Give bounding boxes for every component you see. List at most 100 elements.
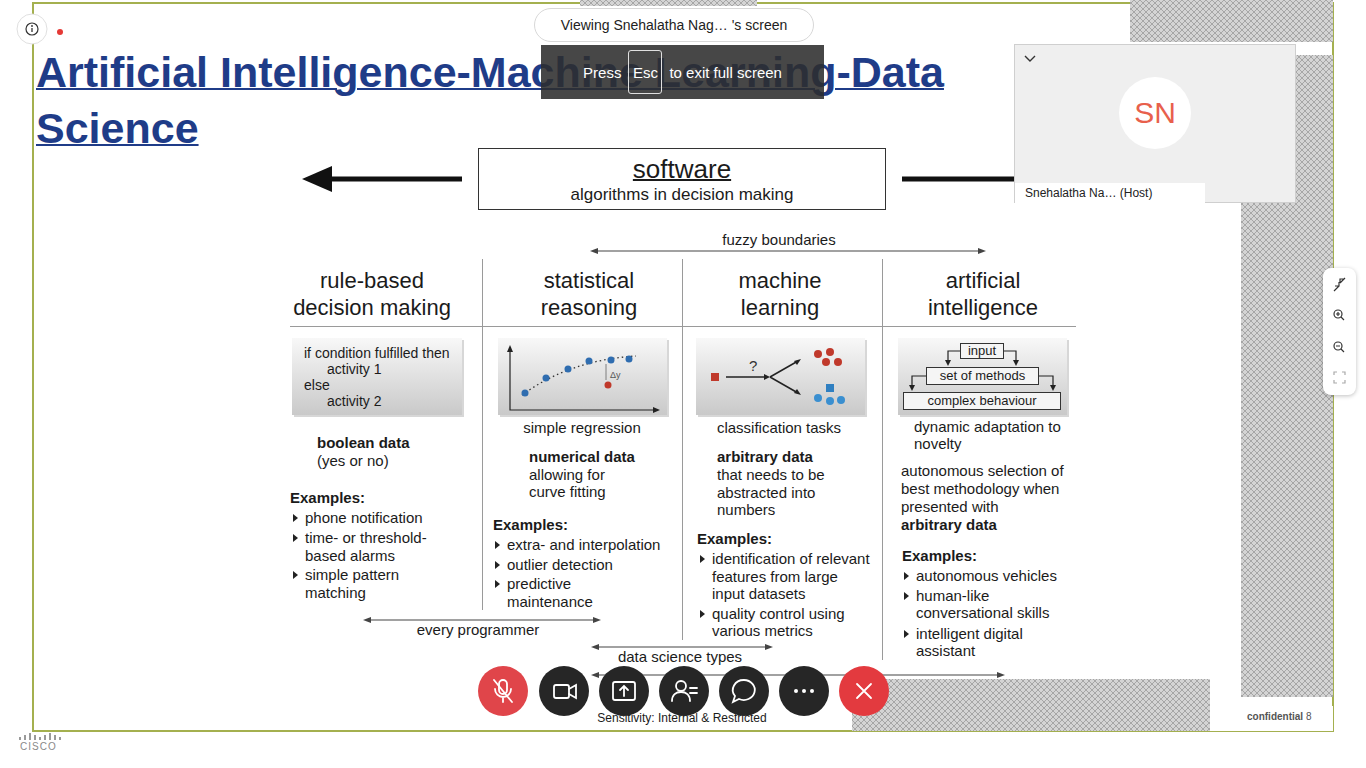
esc-key: Esc <box>628 50 662 94</box>
bullet-marker <box>904 592 909 600</box>
data-type: boolean data <box>317 434 410 452</box>
bullet-marker <box>700 555 705 563</box>
rule-box-text: activity 1 <box>327 361 462 377</box>
meeting-toolbar <box>719 666 769 716</box>
column-heading: rule-based decision making <box>279 267 465 321</box>
column-heading: statistical reasoning <box>514 267 664 321</box>
bullet-marker <box>293 514 909 638</box>
range-arrows <box>363 617 371 623</box>
data-type-note: allowing for curve fitting <box>529 466 624 500</box>
example-item: simple pattern matching <box>305 566 417 601</box>
fullscreen-banner-text: Press <box>583 64 621 81</box>
example-item: intelligent digital assistant <box>916 625 1062 659</box>
rule-box-text: if condition fulfilled then <box>304 345 462 361</box>
example-item: phone notification <box>305 509 423 527</box>
software-arrows <box>330 177 462 182</box>
meeting-toolbar <box>794 689 798 693</box>
data-type: arbitrary data <box>717 448 813 466</box>
column-heading: artificial intelligence <box>911 267 1056 321</box>
cisco-logo-bars <box>29 733 31 740</box>
regression-box: Δy <box>498 338 667 415</box>
ai-flow-arrows <box>1013 360 1019 366</box>
example-item: extra- and interpolation <box>507 536 660 554</box>
behaviour-box-text: complex behaviour <box>904 393 1060 409</box>
classification-sketch <box>826 397 834 405</box>
avatar-circle-text: SN <box>1134 96 1176 130</box>
bullet-marker <box>293 514 298 522</box>
meeting-toolbar <box>613 682 635 700</box>
classification-sketch <box>764 374 770 380</box>
hatched-area <box>1130 0 1333 42</box>
classification-sketch <box>834 358 842 366</box>
column-rules <box>290 326 1076 327</box>
regression-chart <box>605 382 612 389</box>
ai-box: input set of methods complex behaviour <box>898 338 1067 415</box>
esc-key-text: Esc <box>633 64 658 81</box>
range-arrows <box>370 619 594 620</box>
software-box-text: algorithms in decision making <box>479 184 885 206</box>
illustration-box <box>898 338 1067 415</box>
example-item: human-like conversational skills <box>916 587 1066 621</box>
fullscreen-banner: Press to exit full screen Esc <box>541 45 824 99</box>
rule-box-text: activity 2 <box>327 393 462 409</box>
classification-sketch <box>794 389 801 395</box>
range-arrows <box>765 644 773 650</box>
software-box: softwarealgorithms in decision making <box>478 148 886 210</box>
info-icon <box>57 29 63 35</box>
range-arrows <box>593 617 601 623</box>
data-type: numerical data <box>529 448 635 466</box>
regression-chart <box>606 364 607 380</box>
bullet-marker <box>495 561 500 569</box>
meeting-toolbar <box>554 685 569 698</box>
hatched-area <box>580 0 1333 731</box>
classification-sketch <box>711 348 845 405</box>
regression-chart <box>543 375 550 382</box>
cisco-logo-bars <box>59 737 61 740</box>
cisco-logo-bars <box>20 733 60 740</box>
cisco-logo-bars <box>19 737 21 740</box>
zoom-controls <box>1323 268 1356 395</box>
meeting-toolbar <box>539 666 589 716</box>
regression-chart <box>608 357 615 364</box>
meeting-toolbar <box>672 688 697 701</box>
bullet-marker <box>904 630 909 638</box>
box-caption: dynamic adaptation to novelty <box>914 418 1064 452</box>
methods-box-text: set of methods <box>927 368 1038 384</box>
meeting-toolbar <box>470 660 900 722</box>
classification-sketch <box>837 396 845 404</box>
ai-flow-arrows <box>1039 376 1053 386</box>
avatar-circle: SN <box>1119 77 1191 149</box>
example-item: predictive maintenance <box>507 575 607 611</box>
meeting-toolbar <box>659 666 709 716</box>
meeting-toolbar <box>810 689 814 693</box>
range-arrows <box>978 248 986 254</box>
classification-sketch <box>822 358 830 366</box>
rule-box-text: else <box>304 377 462 393</box>
data-type-note: (yes or no) <box>317 452 389 470</box>
behaviour-box: complex behaviour <box>903 392 1061 410</box>
regression-chart <box>522 356 636 395</box>
meeting-toolbar <box>599 666 649 716</box>
range-label: every programmer <box>398 621 558 639</box>
example-item: identification of relevant features from… <box>712 550 874 603</box>
meeting-toolbar <box>569 685 576 698</box>
illustration-box <box>292 338 462 415</box>
zoom-icons <box>1334 278 1345 291</box>
classification-sketch <box>770 361 798 393</box>
meeting-toolbar <box>839 666 889 716</box>
bullet-marker <box>904 572 909 580</box>
name-label: Snehalatha Na… (Host) <box>1015 183 1205 203</box>
hatched-area <box>580 0 757 6</box>
bullet-marker <box>495 541 500 549</box>
slide-frame <box>33 3 1333 731</box>
classification-sketch <box>711 373 719 381</box>
footer-note: confidential <box>1247 711 1303 723</box>
software-arrows <box>302 166 332 192</box>
column-heading: machine learning <box>720 267 840 321</box>
input-box: input <box>960 343 1004 359</box>
example-item: autonomous vehicles <box>916 567 1057 585</box>
zoom-icons <box>1336 312 1344 320</box>
software-arrows <box>902 177 1014 182</box>
fullscreen-banner-text: to exit full screen <box>669 64 782 81</box>
